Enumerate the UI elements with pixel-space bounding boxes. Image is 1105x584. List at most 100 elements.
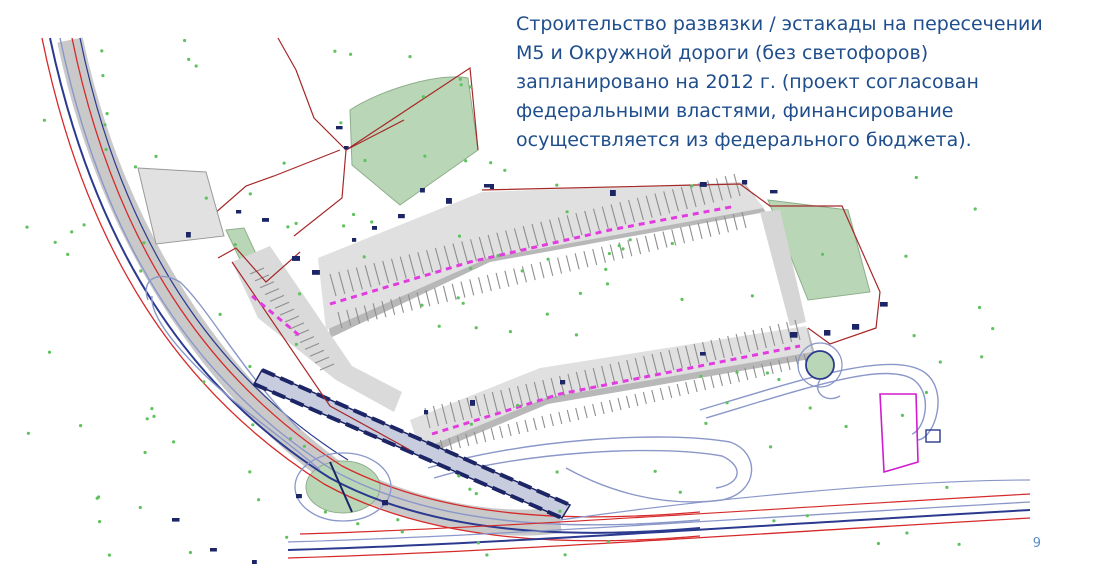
parking-stall xyxy=(441,403,448,425)
tree-point xyxy=(101,74,105,78)
parking-stall xyxy=(583,250,589,268)
parking-stall xyxy=(483,393,490,415)
tree-point xyxy=(150,407,154,411)
vehicle-marker xyxy=(344,146,349,150)
tree-point xyxy=(945,485,949,489)
parking-stall xyxy=(557,217,565,240)
tree-point xyxy=(520,269,524,273)
vehicle-marker xyxy=(398,214,405,219)
parking-stall xyxy=(434,287,440,305)
parking-stall xyxy=(407,294,413,311)
parking-stall xyxy=(478,236,486,260)
parking-stall xyxy=(416,292,422,309)
tree-point xyxy=(459,83,463,87)
parking-stall xyxy=(724,176,732,199)
parking-stall xyxy=(786,321,793,343)
parking-stall xyxy=(698,182,706,205)
tree-point xyxy=(53,240,57,244)
tree-points xyxy=(25,38,995,557)
parking-stall xyxy=(744,331,751,353)
parking-stall xyxy=(274,301,290,309)
tree-point xyxy=(808,406,812,410)
parking-lane-markings xyxy=(251,204,801,436)
parking-stall xyxy=(452,243,460,266)
tree-point xyxy=(282,161,286,165)
parking-stall xyxy=(769,361,774,375)
parking-stall xyxy=(451,283,457,300)
tree-point xyxy=(980,355,984,359)
parking-stall xyxy=(617,397,622,411)
parking-stall xyxy=(786,357,791,371)
parking-stall xyxy=(565,255,571,272)
parking-stall xyxy=(284,315,300,323)
tree-point xyxy=(294,221,298,225)
tree-point xyxy=(653,469,657,473)
tree-point xyxy=(133,165,138,169)
tree-point xyxy=(563,553,567,557)
tree-point xyxy=(333,49,337,53)
parking-stall xyxy=(668,349,675,371)
parking-stall xyxy=(521,266,527,283)
green-areas xyxy=(225,76,871,514)
parking-stall xyxy=(299,336,315,344)
parking-stall xyxy=(752,365,757,379)
parking-stall xyxy=(347,269,355,292)
parking-stall xyxy=(559,375,566,397)
tree-point xyxy=(288,437,292,441)
parking-stall xyxy=(600,246,607,263)
tree-point xyxy=(604,267,608,271)
parking-stall xyxy=(634,393,639,407)
parking-stall xyxy=(486,274,492,292)
parking-stall xyxy=(500,389,507,411)
parking-stall xyxy=(532,417,537,431)
parking-stall xyxy=(662,231,668,248)
tree-point xyxy=(605,282,610,286)
parking-stall xyxy=(448,437,453,451)
parking-stall xyxy=(583,405,588,419)
parking-stall xyxy=(443,245,451,268)
parking-stall xyxy=(473,431,478,445)
tree-point xyxy=(555,183,559,187)
parking-stall xyxy=(477,277,484,294)
parking-stall xyxy=(319,363,335,371)
vehicle-marker xyxy=(742,180,748,185)
tree-point xyxy=(503,168,507,172)
parking-stall xyxy=(346,309,352,326)
parking-stall xyxy=(507,423,512,437)
parking-stall xyxy=(676,347,683,369)
parking-stall xyxy=(651,353,658,375)
parking-stall xyxy=(741,211,747,229)
plot-grey-west xyxy=(137,167,225,245)
parking-stall xyxy=(399,256,407,279)
tree-point xyxy=(516,403,520,407)
tree-point xyxy=(183,38,187,43)
parking-stall xyxy=(522,226,530,249)
parking-stall xyxy=(778,359,783,373)
tree-point xyxy=(578,291,583,295)
parking-stall xyxy=(679,227,686,244)
parking-stall xyxy=(642,391,647,405)
parking-stall xyxy=(513,268,519,285)
parking-stall xyxy=(688,224,694,242)
tree-point xyxy=(628,238,632,242)
tree-point xyxy=(396,518,400,522)
vehicle-marker xyxy=(824,330,831,336)
parking-stall xyxy=(550,377,557,399)
parking-stall xyxy=(663,191,671,214)
parking-stall xyxy=(584,369,591,391)
vehicle-marker xyxy=(172,518,180,522)
parking-stall xyxy=(685,381,690,395)
vehicle-marker xyxy=(790,332,798,338)
parking-stall xyxy=(539,261,545,279)
tree-point xyxy=(421,95,425,99)
parking-stall xyxy=(355,267,363,290)
parking-stall xyxy=(466,397,473,419)
tree-point xyxy=(670,241,674,246)
parking-stall xyxy=(508,387,515,409)
parking-stall xyxy=(541,415,546,429)
parking-stall xyxy=(777,323,784,345)
tree-point xyxy=(356,522,360,526)
parking-stall xyxy=(715,218,721,235)
tree-point xyxy=(194,64,198,68)
parking-stall xyxy=(617,361,624,383)
